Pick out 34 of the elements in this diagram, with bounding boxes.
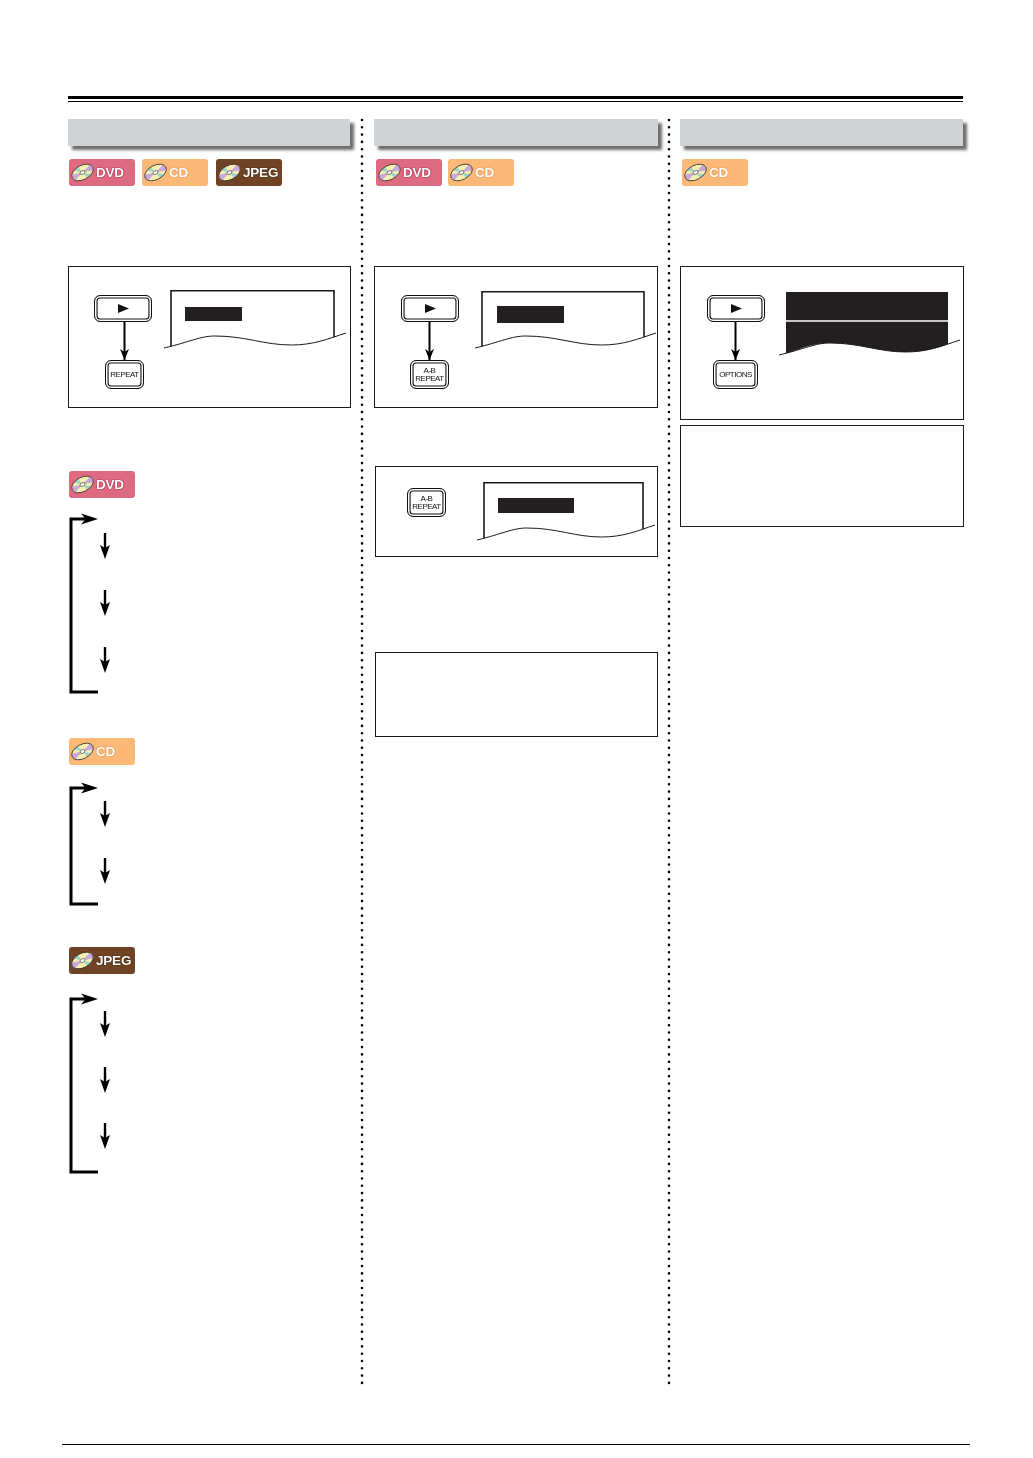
disc-type-label: DVD	[403, 165, 431, 180]
remote-button: OPTIONS	[713, 360, 758, 389]
disc-type-label: CD	[709, 165, 729, 180]
instruction-panel	[375, 466, 658, 557]
disc-type-badge	[69, 947, 135, 974]
arrow	[120, 321, 129, 361]
play-button	[707, 295, 765, 322]
disc-type-label: CD	[169, 165, 189, 180]
disc-type-badge	[142, 159, 208, 186]
instruction-panel	[680, 266, 964, 420]
disc-type-badge	[448, 159, 514, 186]
note-box	[680, 425, 964, 527]
disc-type-label: JPEG	[243, 165, 279, 180]
arrow	[425, 321, 434, 361]
instruction-panel	[374, 266, 658, 408]
disc-type-label: CD	[96, 744, 116, 759]
disc-type-label: DVD	[96, 165, 124, 180]
play-button	[94, 295, 152, 322]
disc-type-label: JPEG	[96, 953, 132, 968]
instruction-panel	[68, 266, 351, 408]
arrow	[731, 321, 740, 361]
remote-button: A-B REPEAT	[410, 360, 449, 389]
disc-type-badge	[69, 159, 135, 186]
disc-type-badge	[69, 471, 135, 498]
disc-type-badge	[216, 159, 282, 186]
disc-type-badge	[682, 159, 748, 186]
disc-type-label: DVD	[96, 477, 124, 492]
disc-type-badge	[376, 159, 442, 186]
remote-button: A-B REPEAT	[407, 488, 446, 517]
play-button	[401, 295, 459, 322]
disc-type-badge	[69, 738, 135, 765]
disc-type-label: CD	[475, 165, 495, 180]
note-box	[375, 652, 658, 737]
remote-button: REPEAT	[105, 360, 144, 389]
